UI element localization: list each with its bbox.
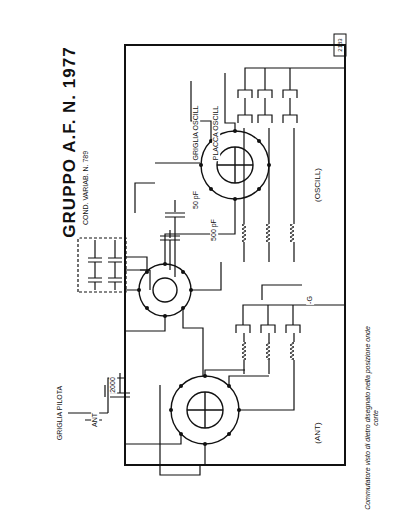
section-label: (ANT) xyxy=(314,421,323,444)
drawing-number: 2183 xyxy=(337,37,344,52)
section-label: (OSCILL) xyxy=(314,167,323,203)
caption: Commutatore visto di dietro disegnato ne… xyxy=(364,317,379,518)
value-label: 50 pF xyxy=(192,190,200,210)
signal-name: GRIGLIA PILOTA xyxy=(56,385,64,441)
signal-name: PLACCA OSCILL xyxy=(212,105,220,161)
signal-name: -G xyxy=(306,295,314,305)
signal-name: ANT xyxy=(91,412,99,428)
diagram-title: GRUPPO A.F. N. 1977 xyxy=(61,45,80,238)
signal-name: GRIGLIA OSCILL xyxy=(192,105,200,162)
component-label: COND. VARIAB. N. 789 xyxy=(82,150,90,226)
value-label: 2000 xyxy=(109,376,117,394)
value-label: 500 pF xyxy=(210,218,218,242)
